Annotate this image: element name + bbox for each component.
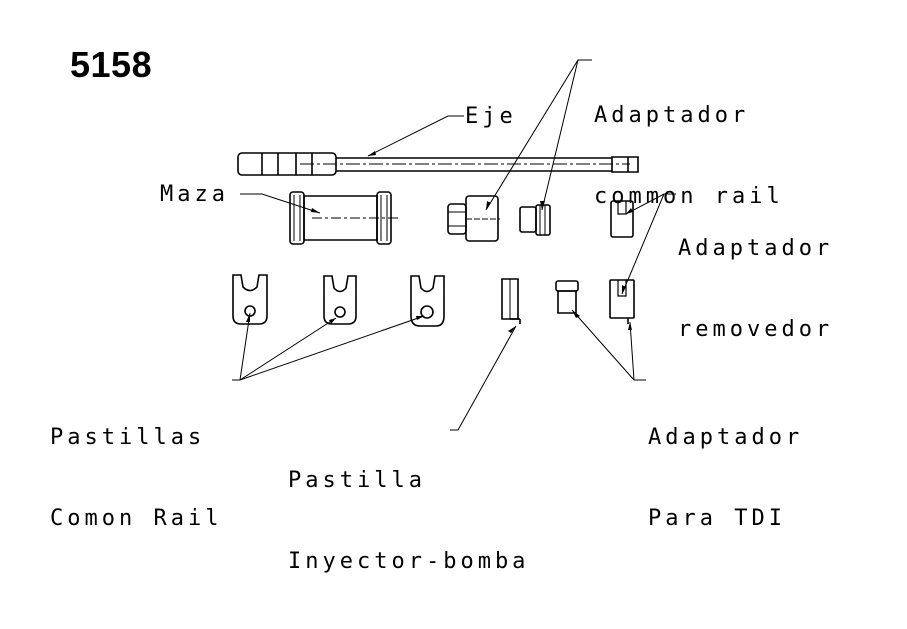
label-pastilla-inyector-bomba-line1: Pastilla: [288, 468, 426, 493]
pastilla-inyector-bomba-drawing: [502, 279, 520, 324]
part-number-title: 5158: [70, 44, 153, 85]
adaptador-removedor-drawing: [611, 201, 633, 237]
diagram-drawing: [0, 0, 907, 510]
label-adaptador-common-rail: Adaptador common rail: [594, 48, 784, 264]
label-pastilla-inyector-bomba-line2: Inyector-bomba: [288, 549, 530, 574]
pastilla-comon-rail-3-drawing: [411, 276, 444, 326]
adaptador-common-rail-small-drawing: [520, 205, 550, 235]
label-adaptador-para-tdi-line2: Para TDI: [648, 506, 786, 531]
label-adaptador-common-rail-line1: Adaptador: [594, 103, 750, 128]
label-pastillas-comon-rail: Pastillas Comon Rail: [50, 370, 222, 586]
label-eje: Eje: [465, 104, 517, 129]
eje-shaft-drawing: [238, 153, 638, 175]
adaptador-para-tdi-large-drawing: [610, 280, 634, 324]
label-pastillas-comon-rail-line2: Comon Rail: [50, 506, 223, 531]
label-maza: Maza: [160, 182, 229, 207]
diagram-canvas: 5158: [0, 0, 907, 574]
label-adaptador-para-tdi-line1: Adaptador: [648, 425, 804, 450]
label-adaptador-removedor: Adaptador removedor: [678, 181, 833, 397]
label-pastillas-comon-rail-line1: Pastillas: [50, 425, 206, 450]
adaptador-para-tdi-small-drawing: [556, 281, 578, 313]
leader-arrowheads: [246, 151, 633, 333]
label-adaptador-common-rail-line2: common rail: [594, 184, 784, 209]
label-adaptador-removedor-line1: Adaptador: [678, 236, 834, 261]
leader-lines: [232, 60, 676, 430]
label-adaptador-para-tdi: Adaptador Para TDI: [648, 370, 803, 586]
pastilla-comon-rail-2-drawing: [324, 276, 356, 324]
adaptador-common-rail-large-drawing: [448, 196, 500, 241]
maza-hub-drawing: [290, 192, 398, 244]
label-pastilla-inyector-bomba: Pastilla Inyector-bomba: [288, 413, 529, 629]
label-adaptador-removedor-line2: removedor: [678, 317, 834, 342]
